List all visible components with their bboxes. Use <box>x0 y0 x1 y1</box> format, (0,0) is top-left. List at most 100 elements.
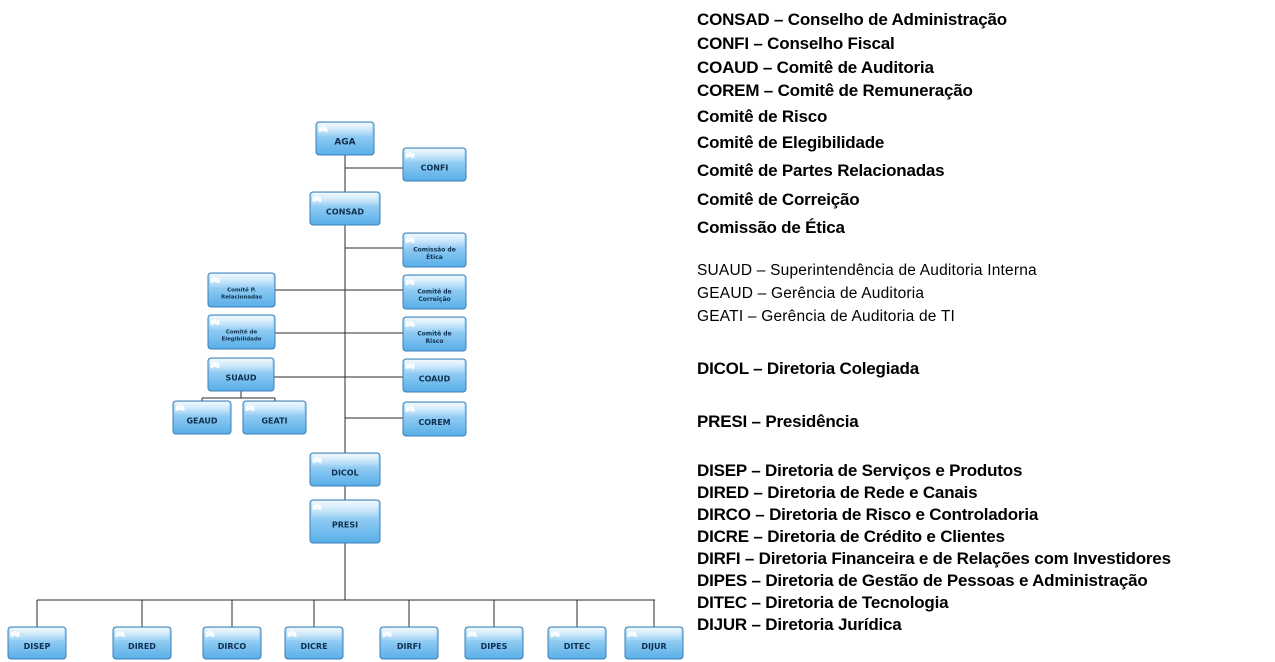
node-geaud: GEAUD <box>172 400 232 435</box>
people-icon <box>382 630 392 637</box>
node-dirfi: DIRFI <box>379 626 439 660</box>
node-dicre: DICRE <box>284 626 344 660</box>
node-shine <box>312 501 378 520</box>
node-label: DICOL <box>331 468 358 477</box>
node-shine <box>627 628 681 642</box>
legend-comite-correicao: Comitê de Correição <box>697 190 860 209</box>
legend-ditec: DITEC – Diretoria de Tecnologia <box>697 593 949 612</box>
node-label: Relacionadas <box>221 294 263 300</box>
node-label: DISEP <box>24 642 51 651</box>
node-label: DIRED <box>128 642 156 651</box>
node-label: GEAUD <box>186 416 217 425</box>
node-corem: COREM <box>402 401 467 437</box>
node-shine <box>210 274 273 289</box>
legend-suaud: SUAUD – Superintendência de Auditoria In… <box>697 262 1037 279</box>
node-label: SUAUD <box>225 373 256 382</box>
node-label: DIRFI <box>397 642 421 651</box>
legend-dijur: DIJUR – Diretoria Jurídica <box>697 615 902 634</box>
node-dirco: DIRCO <box>202 626 262 660</box>
legend-dicre: DICRE – Diretoria de Crédito e Clientes <box>697 527 1005 546</box>
people-icon <box>10 630 20 637</box>
node-label: COREM <box>418 418 450 427</box>
node-presi: PRESI <box>309 499 381 544</box>
node-shine <box>115 628 169 642</box>
people-icon <box>312 503 322 510</box>
legend-geaud: GEAUD – Gerência de Auditoria <box>697 285 925 302</box>
node-partes: Comitê P.Relacionadas <box>207 272 276 308</box>
people-icon <box>287 630 297 637</box>
people-icon <box>210 318 220 325</box>
node-shine <box>405 276 464 291</box>
node-shine <box>287 628 341 642</box>
people-icon <box>627 630 637 637</box>
node-dijur: DIJUR <box>624 626 684 660</box>
node-shine <box>10 628 64 642</box>
node-label: Risco <box>426 338 444 345</box>
people-icon <box>405 362 415 369</box>
node-dicol: DICOL <box>309 452 381 487</box>
node-shine <box>210 316 273 331</box>
node-label: AGA <box>334 138 355 148</box>
node-shine <box>210 359 272 373</box>
node-shine <box>405 318 464 333</box>
node-label: DIPES <box>481 642 508 651</box>
node-label: DICRE <box>300 642 327 651</box>
legend-corem: COREM – Comitê de Remuneração <box>697 81 973 100</box>
legend-comite-partes: Comitê de Partes Relacionadas <box>697 161 945 180</box>
people-icon <box>405 278 415 285</box>
node-shine <box>205 628 259 642</box>
node-label: Comitê de <box>417 330 451 337</box>
node-label: PRESI <box>332 520 358 529</box>
node-disep: DISEP <box>7 626 67 660</box>
node-ditec: DITEC <box>547 626 607 660</box>
people-icon <box>205 630 215 637</box>
node-aga: AGA <box>315 121 375 156</box>
node-label: DIJUR <box>641 642 666 651</box>
people-icon <box>175 404 185 411</box>
people-icon <box>245 404 255 411</box>
node-dired: DIRED <box>112 626 172 660</box>
node-shine <box>245 402 304 416</box>
node-shine <box>312 193 378 207</box>
node-shine <box>405 149 464 163</box>
node-label: DIRCO <box>218 642 247 651</box>
people-icon <box>318 125 328 132</box>
legend-presi: PRESI – Presidência <box>697 412 859 431</box>
node-shine <box>318 123 372 137</box>
node-shine <box>405 234 464 249</box>
node-shine <box>405 403 464 418</box>
node-label: GEATI <box>261 416 287 425</box>
legend-geati: GEATI – Gerência de Auditoria de TI <box>697 308 956 325</box>
node-label: Comitê P. <box>227 286 256 293</box>
node-confi: CONFI <box>402 147 467 182</box>
legend-dirco: DIRCO – Diretoria de Risco e Controlador… <box>697 505 1039 524</box>
node-label: Comitê de <box>226 328 258 335</box>
node-dipes: DIPES <box>464 626 524 660</box>
people-icon <box>312 456 322 463</box>
people-icon <box>550 630 560 637</box>
node-label: COAUD <box>419 374 451 383</box>
node-shine <box>550 628 604 642</box>
node-label: CONFI <box>421 163 449 172</box>
node-shine <box>382 628 436 642</box>
people-icon <box>115 630 125 637</box>
node-consad: CONSAD <box>309 191 381 226</box>
legend-disep: DISEP – Diretoria de Serviços e Produtos <box>697 461 1023 480</box>
legend-dirfi: DIRFI – Diretoria Financeira e de Relaçõ… <box>697 549 1171 568</box>
node-shine <box>175 402 229 416</box>
legend-comissao-etica: Comissão de Ética <box>697 218 845 237</box>
legend-dipes: DIPES – Diretoria de Gestão de Pessoas e… <box>697 571 1148 590</box>
people-icon <box>405 236 415 243</box>
node-label: CONSAD <box>326 207 364 216</box>
legend-dicol: DICOL – Diretoria Colegiada <box>697 359 919 378</box>
node-shine <box>405 360 464 374</box>
node-label: DITEC <box>564 642 591 651</box>
people-icon <box>312 195 322 202</box>
legend-consad: CONSAD – Conselho de Administração <box>697 10 1007 29</box>
